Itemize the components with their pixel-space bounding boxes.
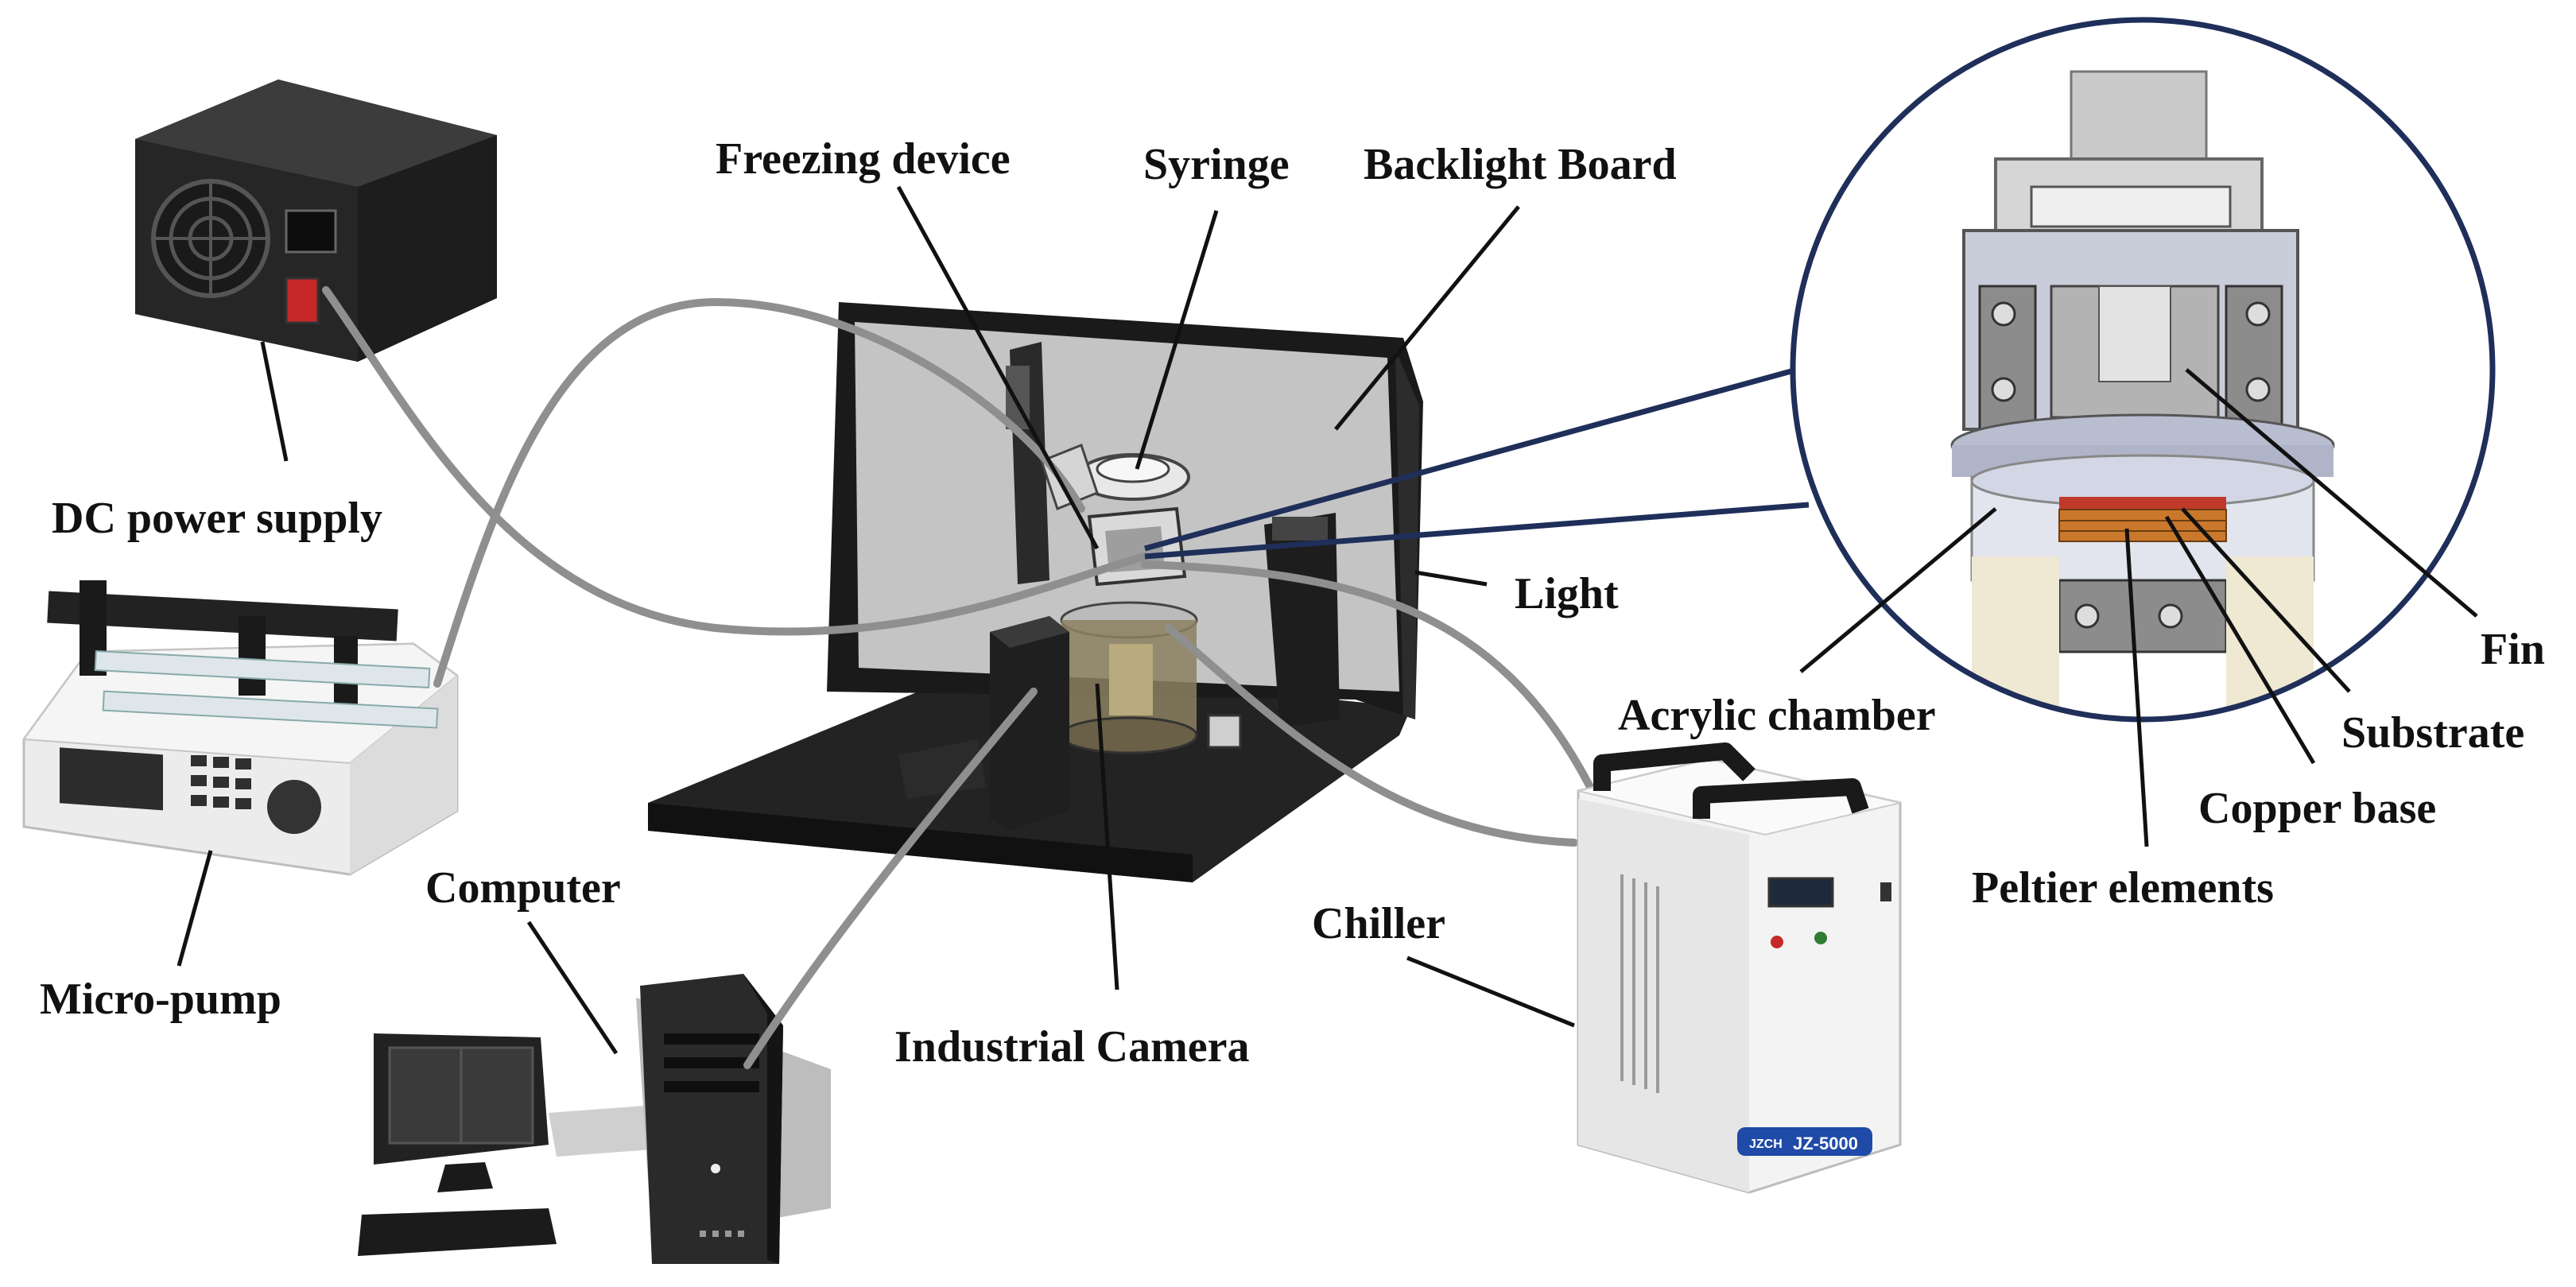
label-acrylic-chamber: Acrylic chamber bbox=[1618, 691, 1936, 740]
label-freezing-device: Freezing device bbox=[716, 134, 1011, 184]
backlight-board bbox=[855, 322, 1399, 692]
computer-tower bbox=[640, 974, 783, 1264]
label-micro-pump: Micro-pump bbox=[40, 975, 281, 1024]
chiller-display bbox=[1767, 877, 1834, 908]
pump-knob-icon bbox=[267, 780, 321, 834]
label-light: Light bbox=[1515, 569, 1619, 618]
chiller-brand: JZCH bbox=[1749, 1138, 1783, 1151]
main-apparatus bbox=[648, 302, 1423, 882]
label-peltier-elements: Peltier elements bbox=[1972, 863, 2274, 913]
computer bbox=[358, 974, 831, 1264]
zoom-callout bbox=[1144, 17, 2496, 723]
label-industrial-camera: Industrial Camera bbox=[894, 1022, 1249, 1072]
chiller: JZCH JZ-5000 bbox=[1577, 742, 1902, 1194]
power-switch-icon bbox=[285, 277, 320, 324]
label-dc-power-supply: DC power supply bbox=[52, 494, 382, 543]
label-chiller: Chiller bbox=[1312, 899, 1445, 948]
keyboard bbox=[358, 1208, 557, 1256]
chiller-badge bbox=[1737, 1127, 1872, 1156]
pump-screen bbox=[60, 747, 163, 811]
label-syringe: Syringe bbox=[1143, 140, 1290, 189]
label-copper-base: Copper base bbox=[2198, 784, 2436, 833]
micro-pump bbox=[22, 580, 459, 876]
zoom-circle bbox=[1790, 17, 2496, 723]
label-backlight-board: Backlight Board bbox=[1364, 140, 1677, 189]
copper-layer bbox=[2058, 509, 2227, 542]
tubes bbox=[322, 286, 1594, 1069]
peltier-layer bbox=[2059, 497, 2226, 510]
labels: Freezing device Syringe Backlight Board … bbox=[40, 134, 2545, 1072]
industrial-camera bbox=[990, 616, 1069, 831]
label-fin: Fin bbox=[2481, 625, 2545, 674]
dc-power-supply bbox=[135, 79, 497, 362]
chiller-model: JZ-5000 bbox=[1793, 1134, 1858, 1153]
light bbox=[1264, 513, 1340, 727]
label-substrate: Substrate bbox=[2341, 708, 2524, 758]
label-computer: Computer bbox=[425, 863, 621, 913]
leader-lines bbox=[177, 185, 2478, 1055]
